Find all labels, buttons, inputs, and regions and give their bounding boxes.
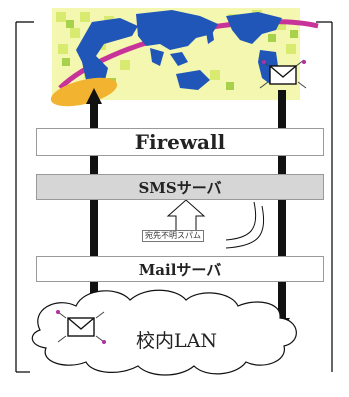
firewall-box: Firewall bbox=[36, 128, 324, 156]
lan-cloud bbox=[31, 289, 297, 376]
firewall-label: Firewall bbox=[134, 130, 226, 154]
sms-server-label: SMSサーバ bbox=[138, 178, 222, 197]
mail-server-label: Mailサーバ bbox=[138, 260, 222, 279]
outbound-arrow bbox=[86, 88, 102, 334]
envelope-incoming-icon bbox=[259, 59, 307, 89]
mail-server-box: Mailサーバ bbox=[36, 256, 324, 282]
page-border bbox=[15, 21, 333, 373]
orbit-accent bbox=[50, 77, 118, 107]
spam-return-arrow bbox=[166, 199, 265, 249]
world-map bbox=[76, 10, 282, 92]
lan-label: 校内LAN bbox=[136, 330, 217, 352]
envelope-outgoing-icon bbox=[56, 310, 106, 344]
inbound-arrow bbox=[274, 90, 290, 330]
sms-server-box: SMSサーバ bbox=[36, 174, 324, 200]
spam-tag-label: 宛先不明スパム bbox=[145, 231, 201, 240]
spam-tag: 宛先不明スパム bbox=[142, 230, 204, 242]
